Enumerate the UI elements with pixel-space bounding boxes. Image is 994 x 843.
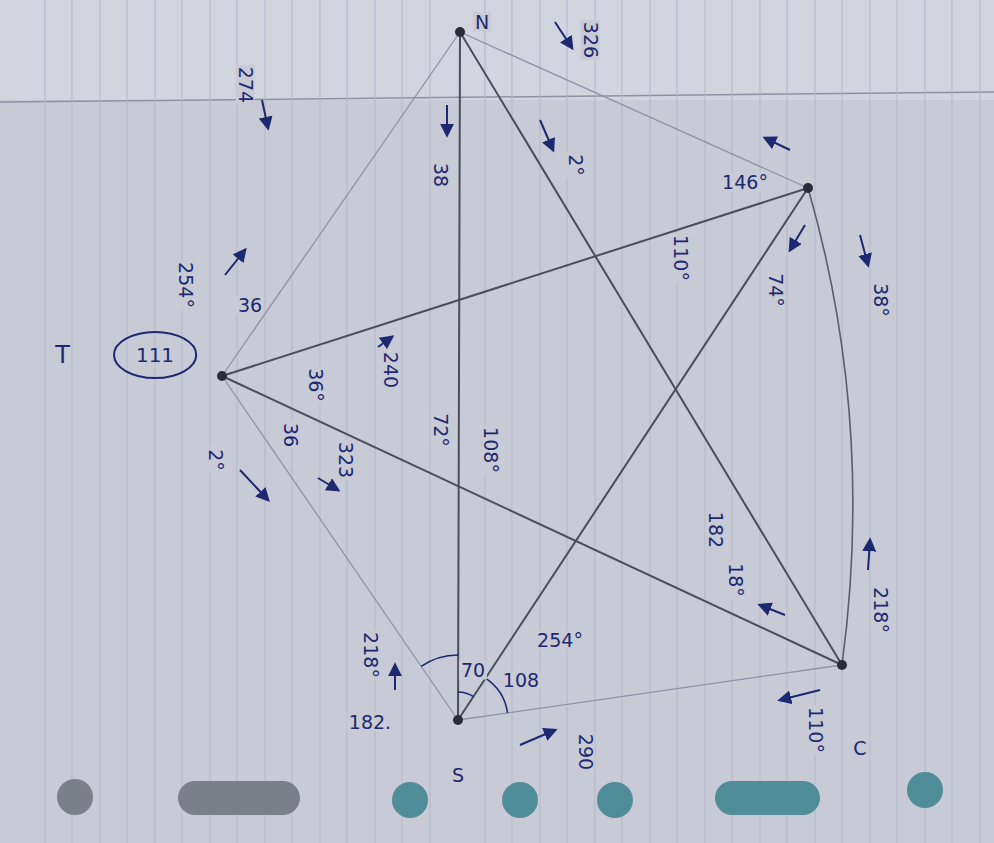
- bearing-label: 2°: [566, 152, 585, 178]
- angle-label: 108: [501, 671, 541, 690]
- bearing-label: 182: [706, 510, 725, 550]
- bearing-label: 254°: [535, 631, 585, 650]
- bearing-label: 38: [431, 161, 450, 189]
- bearing-label: 323: [336, 440, 355, 480]
- point-letter: N: [473, 13, 491, 32]
- bearing-label: 18°: [726, 561, 745, 599]
- angle-label: 36: [281, 421, 300, 449]
- circled-number: 111T: [112, 330, 198, 380]
- pencil-lines: [222, 32, 853, 720]
- bearing-label: 218°: [361, 630, 380, 680]
- point-letter: C: [851, 739, 868, 758]
- bearing-arrows: [225, 22, 870, 745]
- node-number: 111: [136, 345, 174, 365]
- angle-label: 36: [236, 296, 264, 315]
- angle-arcs: [421, 655, 507, 713]
- bearing-label: 182.: [347, 713, 393, 732]
- point-letter: S: [450, 766, 466, 785]
- angle-label: 108°: [481, 425, 500, 475]
- paper-top: [0, 0, 994, 100]
- bearing-label: 326: [581, 20, 600, 60]
- bearing-label: 2°: [206, 447, 225, 473]
- bearing-label: 240: [381, 350, 400, 390]
- bearing-label: 290: [576, 732, 595, 772]
- angle-label: 72°: [431, 411, 450, 449]
- bearing-label: 146°: [720, 173, 770, 192]
- point-letter: T: [55, 343, 70, 367]
- bearing-label: 254°: [176, 260, 195, 310]
- binder-holes: [57, 772, 943, 818]
- ruled-lines: [45, 0, 980, 843]
- angle-label: 36°: [306, 366, 325, 404]
- bearing-label: 218°: [871, 585, 890, 635]
- bearing-label: 110°: [806, 705, 825, 755]
- bearing-label: 74°: [766, 271, 785, 309]
- bearing-label: 38°: [871, 281, 890, 319]
- bearing-label: 274: [236, 65, 255, 105]
- angle-label: 70: [459, 661, 487, 680]
- vertex-dots: [217, 27, 847, 725]
- bearing-label: 110°: [671, 233, 690, 283]
